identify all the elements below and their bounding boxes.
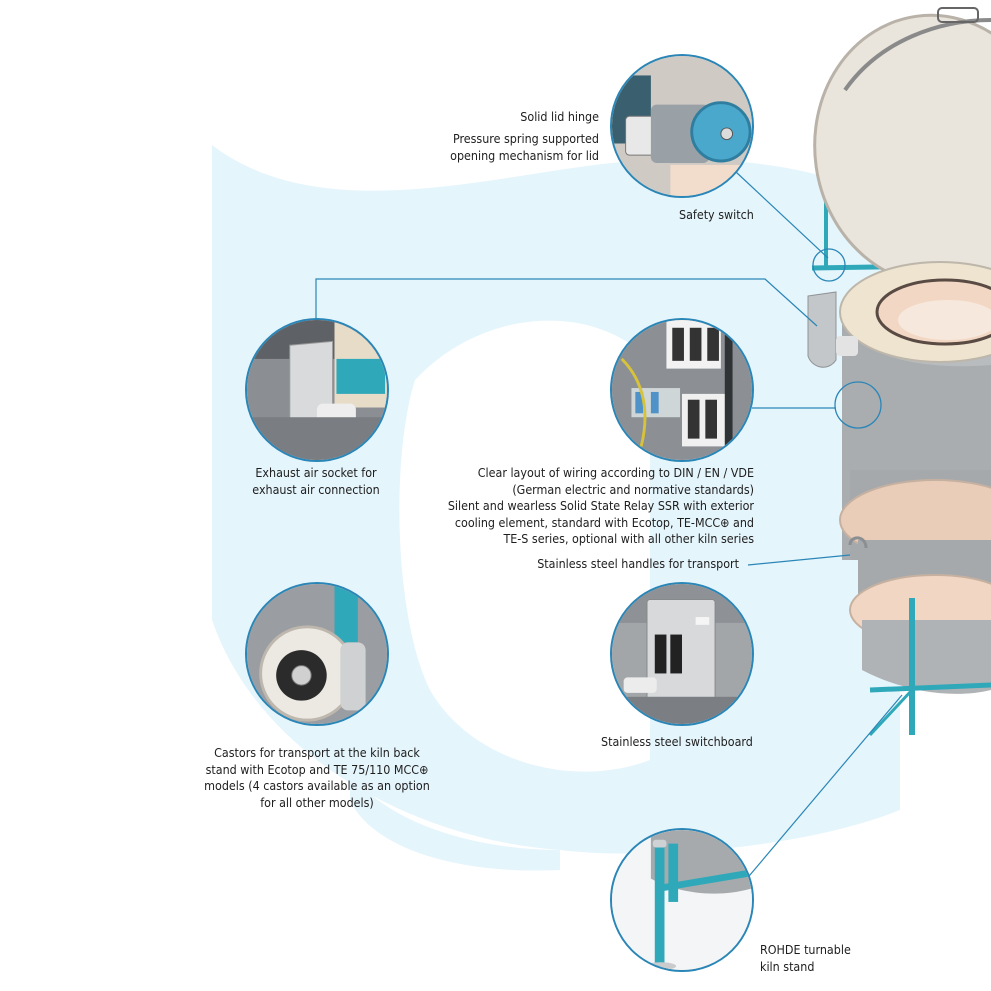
leader-lines: [315, 171, 903, 883]
switchboard-image: [612, 584, 752, 724]
ssr-line-1: Silent and wearless Solid State Relay SS…: [447, 498, 754, 514]
kiln-stand-image: [612, 830, 752, 970]
kiln-illustration: [807, 7, 991, 737]
lid-hinge-image: [612, 56, 752, 196]
pressure-spring-label: Pressure spring supported opening mechan…: [450, 131, 599, 164]
lid-hinge-photo: [610, 54, 754, 198]
castors-line-4: for all other models): [260, 794, 374, 810]
switchboard-photo: [610, 582, 754, 726]
exhaust-socket-image: [247, 320, 387, 460]
switchboard-label: Stainless steel switchboard: [601, 734, 753, 749]
safety-switch-label: Safety switch: [679, 207, 754, 222]
stand-line-1: ROHDE turnable: [760, 942, 851, 957]
pressure-spring-line-1: Pressure spring supported: [452, 131, 599, 146]
kiln-stand-label: ROHDE turnable kiln stand: [760, 942, 851, 975]
wiring-photo: [610, 318, 754, 462]
exhaust-line-1: Exhaust air socket for: [255, 465, 377, 480]
exhaust-socket-photo: [245, 318, 389, 462]
castors-line-2: stand with Ecotop and TE 75/110 MCC⊕: [205, 761, 429, 777]
ssr-line-2: cooling element, standard with Ecotop, T…: [454, 514, 754, 530]
wiring-label: Clear layout of wiring according to DIN …: [448, 465, 754, 548]
kiln-stand-photo: [610, 828, 754, 972]
ssr-line-3: TE-S series, optional with all other kil…: [503, 531, 754, 547]
castors-line-3: models (4 castors available as an option: [204, 778, 430, 794]
wiring-image: [612, 320, 752, 460]
pressure-spring-line-2: opening mechanism for lid: [450, 147, 599, 163]
castors-label: Castors for transport at the kiln back s…: [192, 745, 442, 811]
castors-line-1: Castors for transport at the kiln back: [214, 745, 420, 760]
handles-label: Stainless steel handles for transport: [537, 556, 739, 571]
castor-photo: [245, 582, 389, 726]
solid-lid-hinge-label: Solid lid hinge: [520, 109, 599, 124]
exhaust-line-2: exhaust air connection: [252, 481, 380, 497]
wiring-line-2: (German electric and normative standards…: [512, 481, 754, 497]
wiring-line-1: Clear layout of wiring according to DIN …: [477, 465, 754, 480]
stand-line-2: kiln stand: [760, 958, 815, 974]
exhaust-socket-label: Exhaust air socket for exhaust air conne…: [216, 465, 416, 498]
castor-image: [247, 584, 387, 724]
